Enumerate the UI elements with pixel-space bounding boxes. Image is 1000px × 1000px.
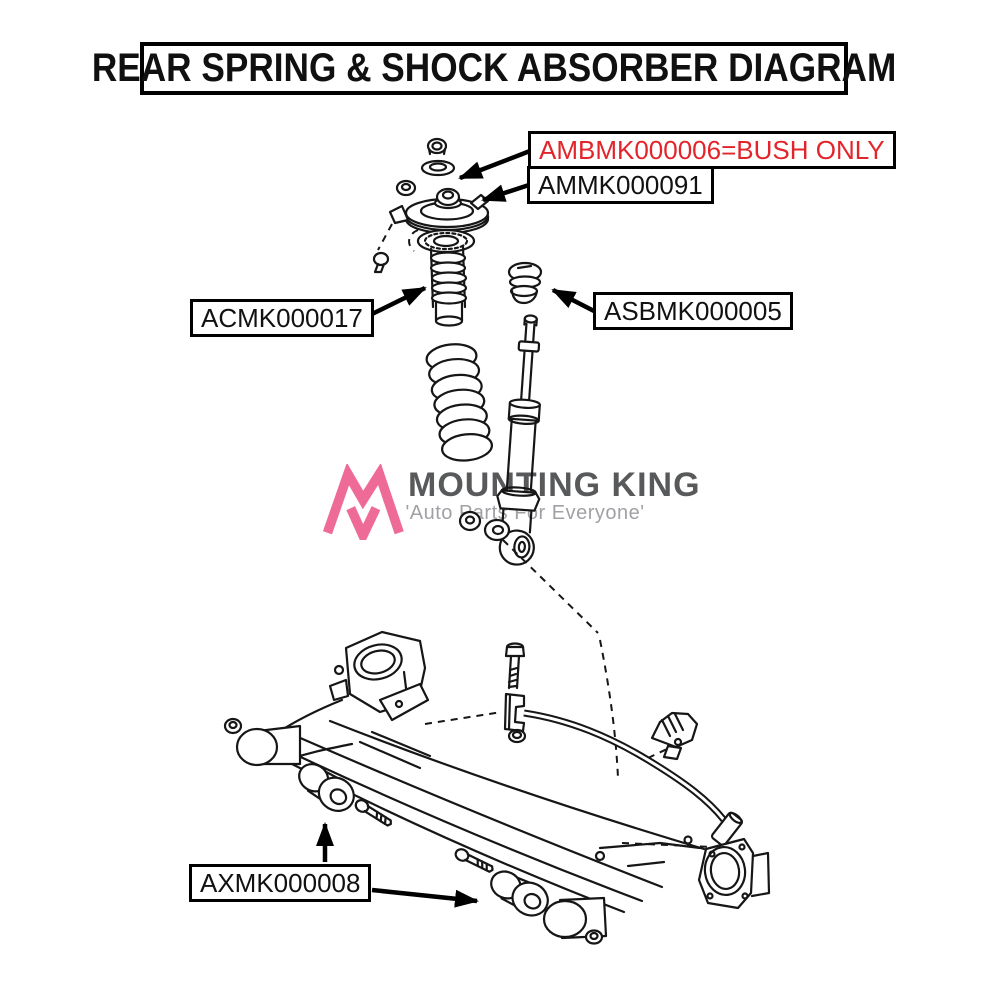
stabilizer-bolt bbox=[504, 642, 526, 690]
coil-spring bbox=[425, 343, 493, 462]
flange-nut bbox=[395, 179, 417, 197]
shock-absorber bbox=[496, 314, 541, 566]
leader-arrows bbox=[316, 148, 596, 908]
stabilizer-bar bbox=[523, 709, 727, 823]
stabilizer-clamp bbox=[503, 692, 526, 733]
axle-bushing-rear bbox=[490, 870, 549, 917]
axle-bolt-front bbox=[354, 799, 392, 827]
shock-nut bbox=[458, 510, 482, 532]
axle-beam bbox=[275, 698, 706, 914]
part-label-bump-stop: ASBMK000005 bbox=[593, 292, 793, 330]
arm-nut-front bbox=[223, 717, 243, 735]
leader-dashed-line bbox=[377, 223, 393, 251]
hub-mounting-plate bbox=[697, 837, 771, 910]
stabilizer-bushing-bracket bbox=[650, 711, 699, 761]
dust-boot bbox=[408, 228, 476, 327]
strut-mount bbox=[388, 187, 490, 235]
stabilizer-end-sleeve bbox=[710, 811, 744, 847]
strut-mount-nut bbox=[426, 137, 448, 156]
spring-seat-bracket bbox=[328, 630, 430, 722]
trailing-arm-end-front bbox=[235, 724, 302, 767]
stabilizer-nut bbox=[507, 728, 527, 744]
trailing-arm-end-rear bbox=[542, 896, 608, 940]
diagram-title-box: REAR SPRING & SHOCK ABSORBER DIAGRAM bbox=[92, 42, 896, 95]
diagram-title: REAR SPRING & SHOCK ABSORBER DIAGRAM bbox=[91, 46, 897, 90]
mounting-king-logo-icon bbox=[322, 464, 404, 540]
part-label-axle: AXMK000008 bbox=[189, 864, 372, 902]
shock-washer bbox=[483, 518, 511, 542]
arm-nut-rear bbox=[584, 929, 604, 945]
part-label-mount: AMMK000091 bbox=[527, 166, 714, 204]
axle-bolt-rear bbox=[454, 848, 494, 873]
part-label-bush-only: AMBMK000006=BUSH ONLY bbox=[528, 131, 896, 169]
brand-name: MOUNTING KING bbox=[408, 466, 701, 504]
bump-stop bbox=[507, 261, 543, 305]
axle-bushing-front bbox=[298, 763, 355, 812]
assembly-dashed-lines bbox=[424, 539, 713, 848]
seat-bolt bbox=[372, 251, 390, 274]
part-label-boot: ACMK000017 bbox=[190, 299, 374, 337]
strut-mount-washer bbox=[420, 159, 456, 177]
